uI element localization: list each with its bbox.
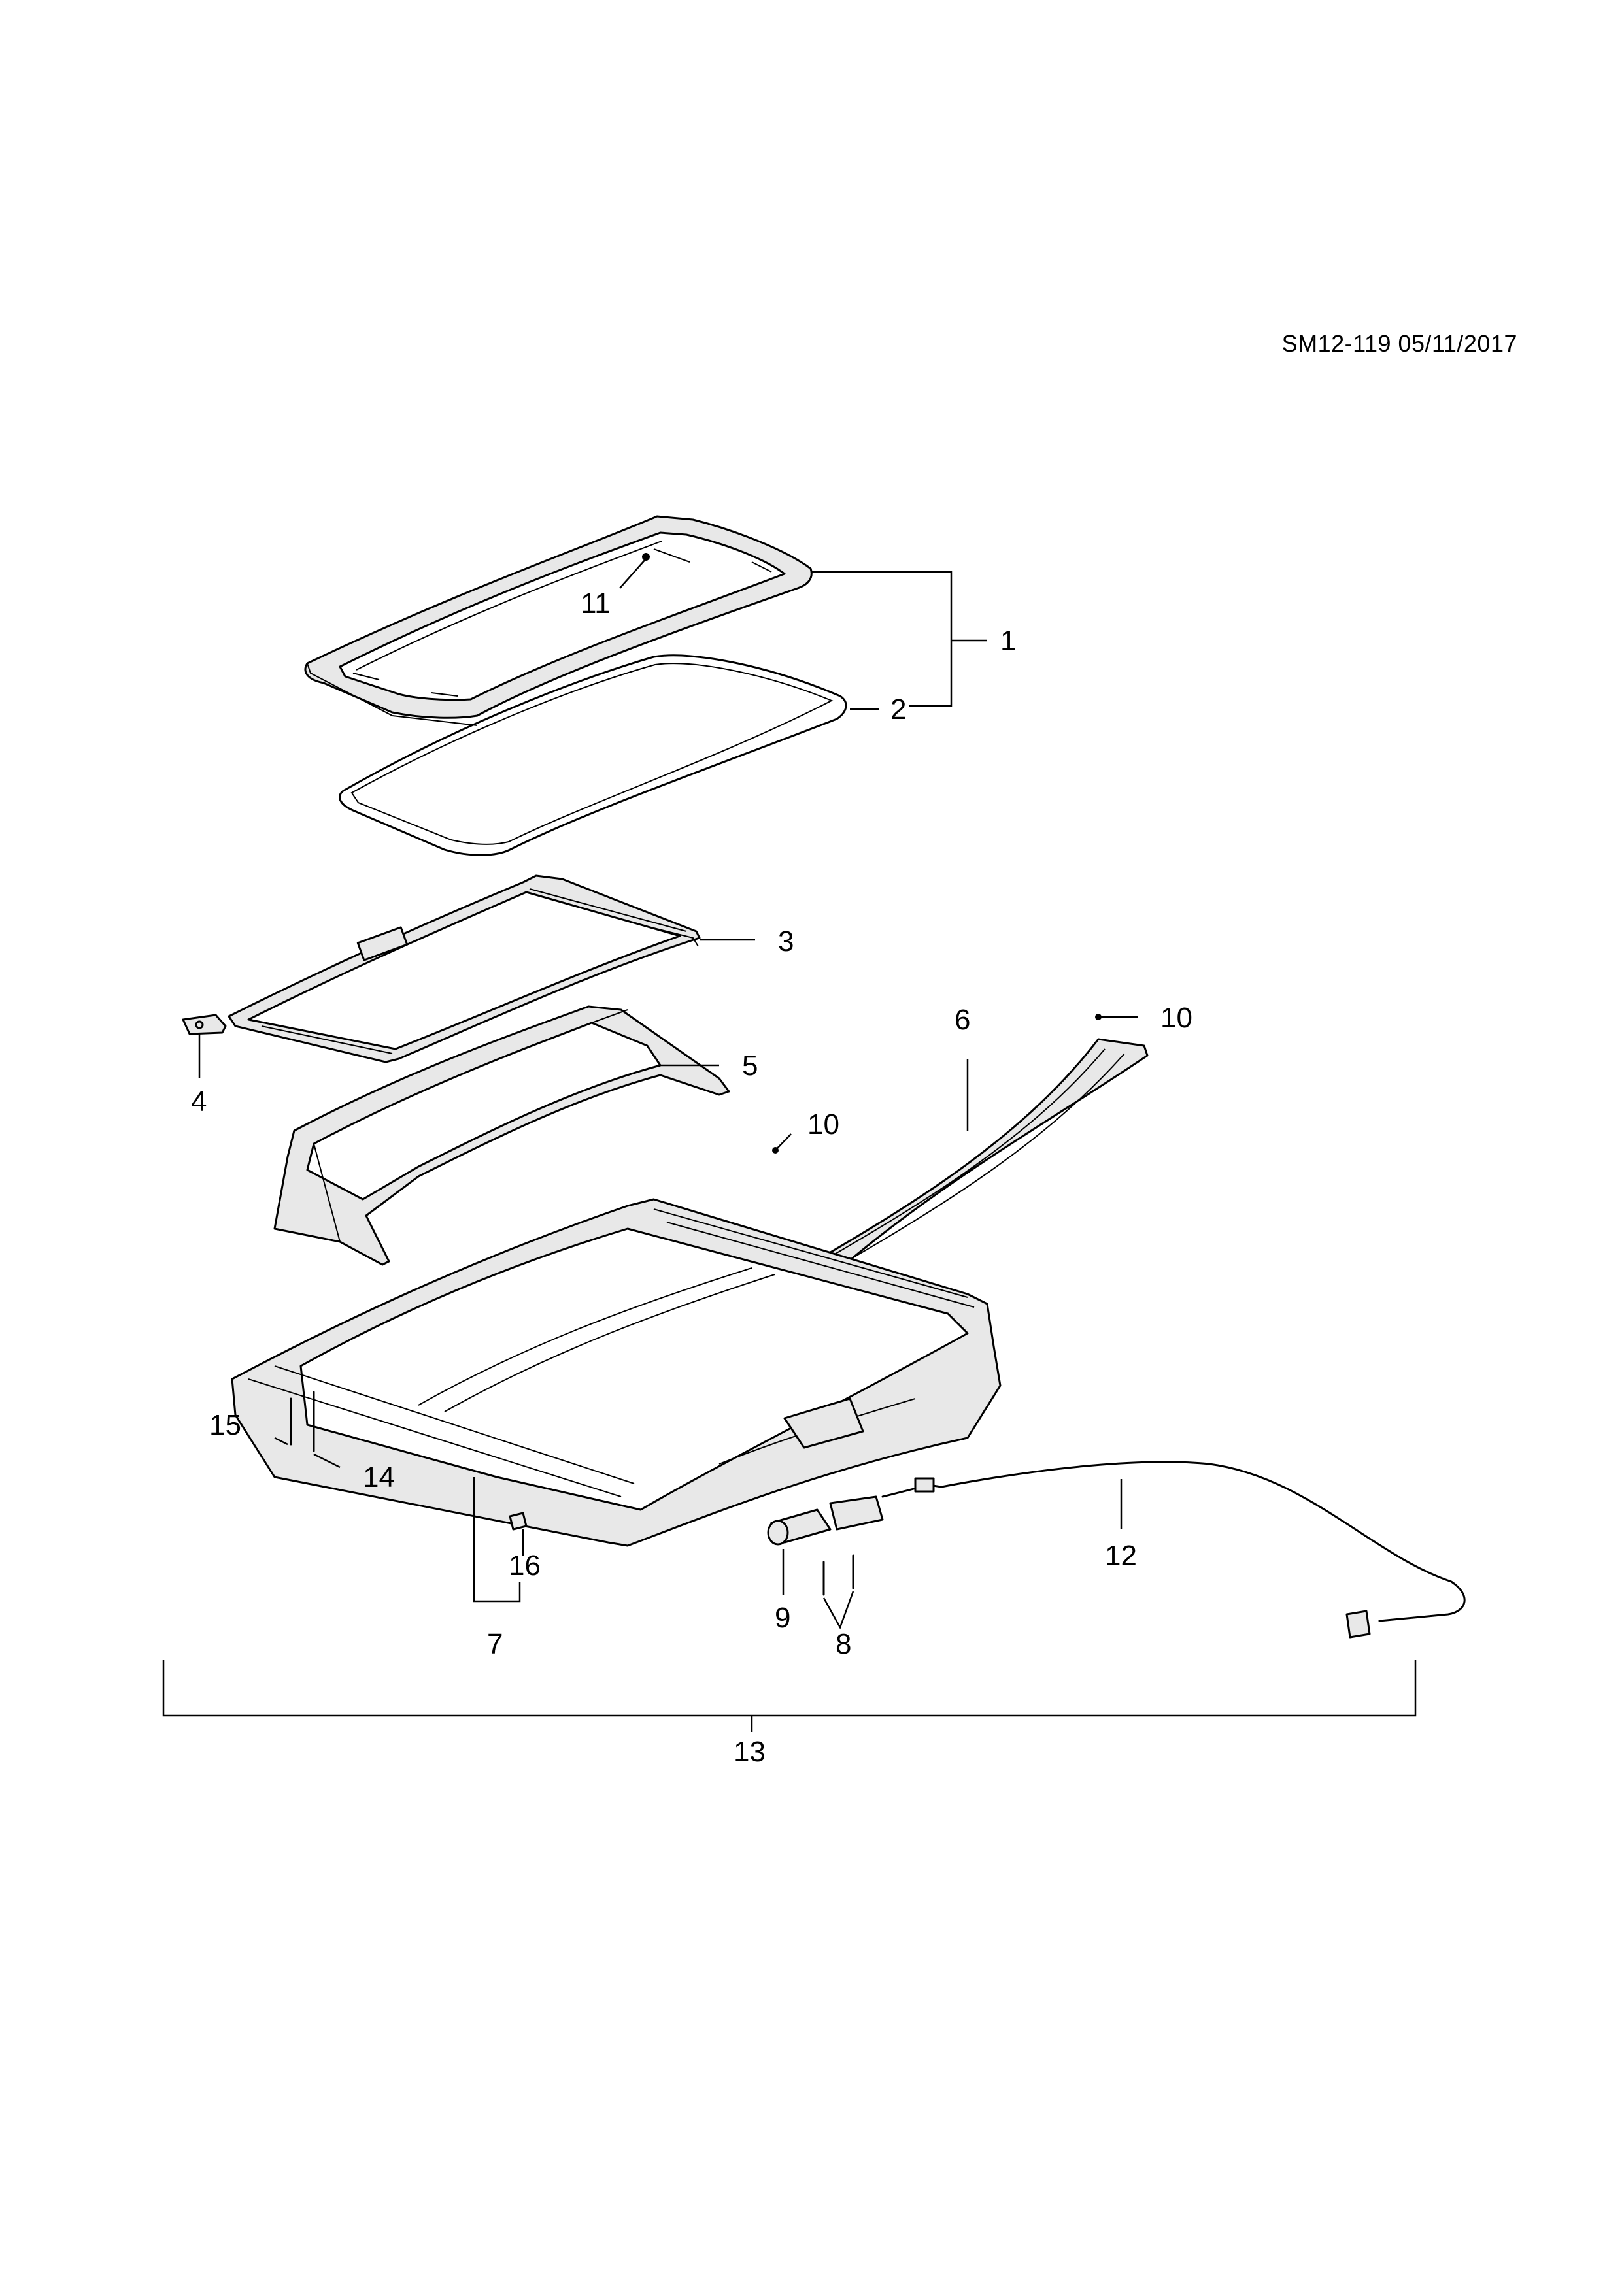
wind-deflector: [273, 1005, 730, 1266]
callout-14: 14: [363, 1461, 395, 1493]
callout-8: 8: [836, 1628, 851, 1660]
callout-9: 9: [775, 1602, 790, 1634]
callout-5: 5: [742, 1050, 758, 1082]
callout-3: 3: [778, 925, 794, 957]
glass-panel-frame: [304, 515, 813, 726]
callout-6: 6: [955, 1004, 970, 1036]
callout-2: 2: [890, 693, 906, 725]
sunshade: [228, 874, 701, 1063]
callout-12: 12: [1105, 1540, 1137, 1572]
callout-13: 13: [734, 1736, 766, 1768]
sunshade-clip: [182, 1014, 227, 1035]
glass-panel-seal: [339, 654, 847, 856]
callout-15: 15: [209, 1409, 241, 1441]
callout-1: 1: [1000, 625, 1016, 657]
callout-11: 11: [581, 588, 611, 620]
leader-lines: [162, 558, 1417, 1732]
wiring-harness: [881, 1461, 1466, 1639]
reference-code: SM12-119 05/11/2017: [1281, 330, 1517, 357]
callout-4: 4: [191, 1086, 207, 1118]
callout-7: 7: [487, 1628, 503, 1660]
callouts: 1 2 3 4 5 6 7 8 9 10 10 11 12 13 14 15 1…: [191, 588, 1192, 1768]
sunroof-motor: [767, 1495, 884, 1546]
callout-16: 16: [509, 1550, 541, 1582]
sunroof-frame: [231, 1198, 1002, 1547]
callout-10-upper: 10: [1160, 1002, 1192, 1034]
callout-10-lower: 10: [807, 1108, 839, 1140]
